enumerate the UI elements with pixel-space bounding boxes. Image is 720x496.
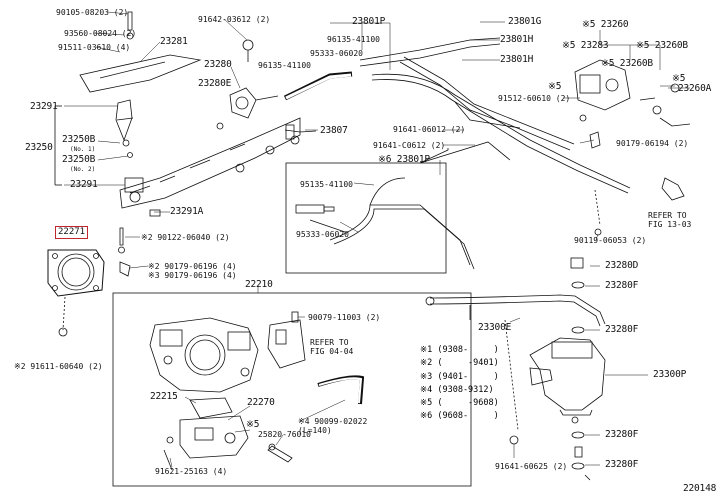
label-23291-b: 23291 (70, 179, 98, 190)
label-23260b: ※5 23260B (636, 40, 688, 51)
label-91641-b: 91641-C0612 (2) (373, 141, 446, 150)
label-90179: 90179-06194 (2) (616, 139, 689, 148)
label-23250: 23250 (25, 142, 53, 153)
label-96135-a: 96135-41100 (258, 61, 311, 70)
label-90079: 90079-11003 (2) (308, 313, 381, 322)
label-23283: ※5 23283 (562, 40, 609, 51)
label-23260a: 23260A (678, 83, 712, 94)
label-91611: ※2 91611-60640 (2) (14, 362, 103, 371)
label-22210: 22210 (245, 279, 273, 290)
label-s5-b: ※5 (548, 81, 562, 92)
label-23280f-4: 23280F (605, 459, 639, 470)
label-23801h: 23801H (500, 34, 534, 45)
label-23300p: 23300P (653, 369, 687, 380)
label-23801p-6: ※6 23801P (378, 154, 430, 165)
legend-row-6: ※6 (9608- ) (420, 411, 499, 421)
label-23280f-3: 23280F (605, 429, 639, 440)
label-22270: 22270 (247, 397, 275, 408)
label-no1: (No. 1) (70, 146, 96, 153)
label-23250b-2: 23250B (62, 154, 96, 165)
label-95333-b: 95333-06020 (296, 230, 349, 239)
label-25820: 25820-76010 (258, 430, 311, 439)
label-23280d: 23280D (605, 260, 639, 271)
catalog-code: 220148 (683, 483, 717, 494)
label-90105: 90105-08203 (2) (56, 8, 129, 17)
label-91511: 91511-03610 (4) (58, 43, 131, 52)
label-91641-c: 91641-60625 (2) (495, 462, 568, 471)
label-23250b: 23250B (62, 134, 96, 145)
label-23801g: 23801G (508, 16, 542, 27)
label-22215: 22215 (150, 391, 178, 402)
label-95333: 95333-06020 (310, 49, 363, 58)
label-91642: 91642-03612 (2) (198, 15, 271, 24)
label-23280e: 23280E (198, 78, 232, 89)
label-refer-13-03: REFER TO FIG 13-03 (648, 211, 692, 229)
label-91641-a: 91641-06012 (2) (393, 125, 466, 134)
legend-row-1: ※1 (9308- ) (420, 345, 499, 355)
label-23260b-2: ※5 23260B (601, 58, 653, 69)
label-23291a: 23291A (170, 206, 204, 217)
legend-row-4: ※4 (9308-9312) (420, 385, 494, 395)
label-23300e: 23300E (478, 322, 512, 333)
label-90179-c: ※3 90179-06196 (4) (148, 271, 237, 280)
highlighted-part-22271[interactable]: 22271 (55, 226, 89, 239)
label-23807: 23807 (320, 125, 348, 136)
legend-row-3: ※3 (9401- ) (420, 372, 499, 382)
legend-row-2: ※2 ( -9401) (420, 358, 499, 368)
label-23291: 23291 (30, 101, 58, 112)
label-95135: 95135-41100 (300, 180, 353, 189)
label-s5-a: ※5 (672, 73, 686, 84)
label-90179-b: ※2 90179-06196 (4) (148, 262, 237, 271)
label-refer-04-04: REFER TO FIG 04-04 (310, 338, 354, 356)
label-96135-b: 96135-41100 (327, 35, 380, 44)
label-93560: 93560-08024 (2) (64, 29, 137, 38)
label-23260: ※5 23260 (582, 19, 629, 30)
label-23801h-2: 23801H (500, 54, 534, 65)
label-90122: ※2 90122-06040 (2) (141, 233, 230, 242)
legend-row-5: ※5 ( -9608) (420, 398, 499, 408)
label-90099: ※4 90099-02022 (L=140) (298, 417, 368, 435)
label-no2: (No. 2) (70, 166, 96, 173)
label-23280: 23280 (204, 59, 232, 70)
label-90119: 90119-06053 (2) (574, 236, 647, 245)
label-s5-c: ※5 (246, 419, 260, 430)
label-23280f-2: 23280F (605, 324, 639, 335)
label-23281: 23281 (160, 36, 188, 47)
label-91621: 91621-25163 (4) (155, 467, 228, 476)
label-23280f-1: 23280F (605, 280, 639, 291)
label-23801p: 23801P (352, 16, 386, 27)
label-91512: 91512-60610 (2) (498, 94, 571, 103)
